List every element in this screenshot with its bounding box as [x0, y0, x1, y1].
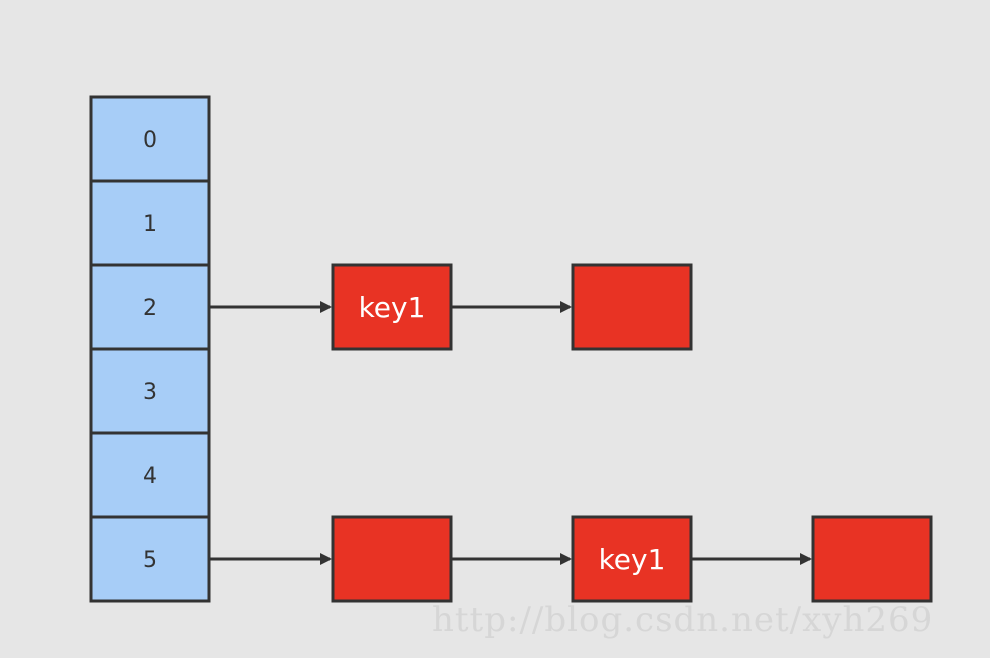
chain2-node-1: key1	[331, 263, 453, 351]
array-cell-0: 0	[89, 95, 211, 183]
array-cell-index-label: 1	[143, 212, 157, 237]
array-cell-1: 1	[89, 179, 211, 267]
chain-node-key-label: key1	[359, 291, 426, 324]
array-cell-box	[89, 347, 211, 435]
watermark-url: http://blog.csdn.net/xyh269	[432, 600, 934, 640]
chain-row-5: key1	[209, 515, 933, 603]
chain5-node-3	[811, 515, 933, 603]
hash-array: 0 1 2 3 4 5	[89, 95, 211, 603]
chain5-node-1	[331, 515, 453, 603]
array-cell-box	[89, 179, 211, 267]
chain2-node-2	[571, 263, 693, 351]
array-cell-box	[89, 515, 211, 603]
array-cell-index-label: 4	[143, 464, 157, 489]
array-cell-5: 5	[89, 515, 211, 603]
chain-node-key-label: key1	[599, 543, 666, 576]
array-cell-index-label: 2	[143, 296, 157, 321]
array-cell-index-label: 3	[143, 380, 157, 405]
chain-node-box	[811, 515, 933, 603]
chain-row-2: key1	[209, 263, 693, 351]
array-cell-index-label: 5	[143, 548, 157, 573]
chain5-node-2: key1	[571, 515, 693, 603]
array-cell-index-label: 0	[143, 128, 157, 153]
array-cell-4: 4	[89, 431, 211, 519]
array-cell-box	[89, 95, 211, 183]
array-cell-2: 2	[89, 263, 211, 351]
chain-node-box	[331, 515, 453, 603]
array-cell-3: 3	[89, 347, 211, 435]
chain-node-box	[571, 263, 693, 351]
